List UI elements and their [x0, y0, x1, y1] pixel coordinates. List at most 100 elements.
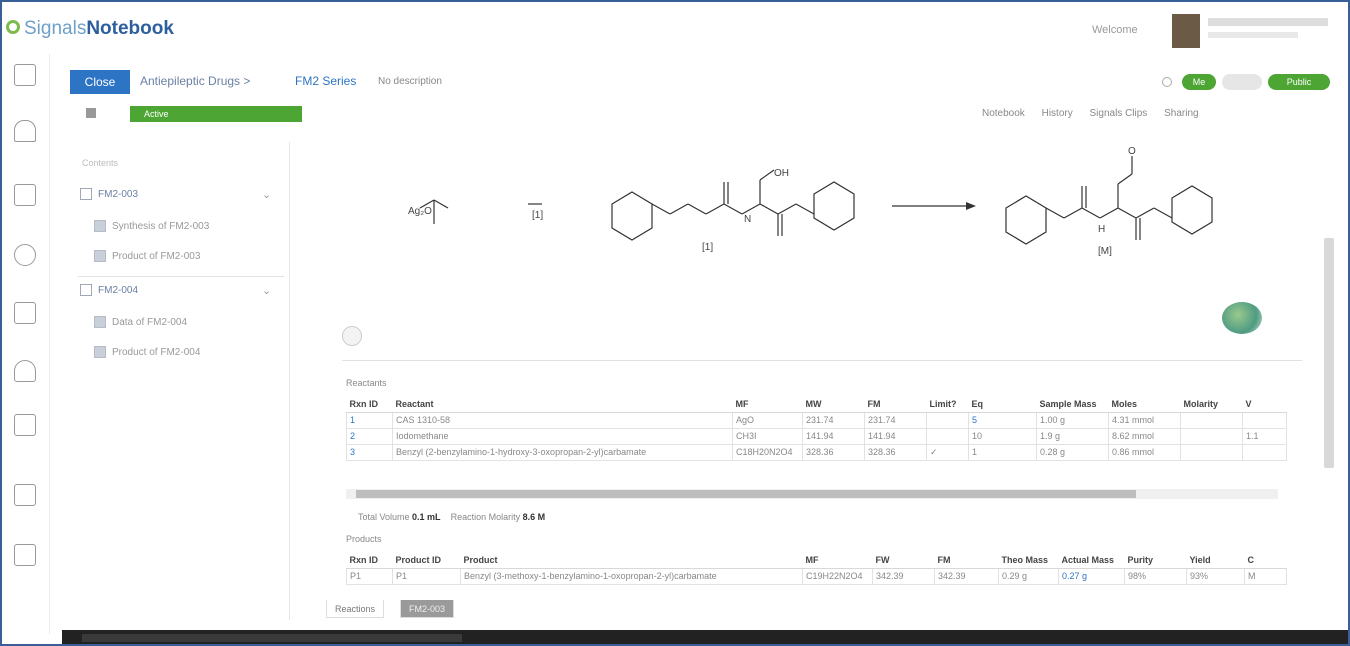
cell[interactable]: 0.28 g [1036, 443, 1109, 461]
col-header[interactable]: Moles [1108, 396, 1181, 413]
tree-group-fm2-004[interactable]: FM2-004 [80, 282, 138, 300]
col-header[interactable]: FM [934, 552, 999, 569]
cell[interactable]: Benzyl (2-benzylamino-1-hydroxy-3-oxopro… [392, 443, 733, 461]
col-header[interactable]: FM [864, 396, 927, 413]
close-button[interactable]: Close [70, 70, 130, 94]
col-header[interactable]: Rxn ID [346, 552, 393, 569]
col-header[interactable]: Molarity [1180, 396, 1243, 413]
people-icon[interactable] [14, 414, 36, 436]
flask-icon[interactable] [14, 302, 36, 324]
clipboard-icon[interactable] [14, 184, 36, 206]
col-header[interactable]: Theo Mass [998, 552, 1059, 569]
edit-scheme-button[interactable] [342, 326, 362, 346]
col-header[interactable]: Limit? [926, 396, 969, 413]
cell[interactable]: 231.74 [864, 411, 927, 429]
col-header[interactable]: Sample Mass [1036, 396, 1109, 413]
cell[interactable] [1242, 443, 1287, 461]
toolbar-history[interactable]: History [1041, 108, 1073, 119]
cell[interactable]: 0.27 g [1058, 567, 1125, 585]
app-logo[interactable]: SignalsNotebook [24, 18, 174, 40]
globe-icon[interactable] [14, 244, 36, 266]
cell[interactable]: 93% [1186, 567, 1245, 585]
trash-icon[interactable] [14, 544, 36, 566]
cell[interactable]: 1 [346, 411, 393, 429]
table-row[interactable]: P1 P1 Benzyl (3-methoxy-1-benzylamino-1-… [346, 567, 1287, 585]
cell[interactable]: Iodomethane [392, 427, 733, 445]
vertical-scrollbar[interactable] [1324, 238, 1334, 468]
avatar[interactable] [1172, 14, 1200, 48]
col-header[interactable]: Product ID [392, 552, 461, 569]
cell[interactable]: 4.31 mmol [1108, 411, 1181, 429]
cell[interactable] [1180, 443, 1243, 461]
cell[interactable]: 1.9 g [1036, 427, 1109, 445]
table-row[interactable]: 1 CAS 1310-58 AgO 231.74 231.74 5 1.00 g… [346, 411, 1287, 429]
col-header[interactable]: Reactant [392, 396, 733, 413]
cell[interactable]: 2 [346, 427, 393, 445]
col-header[interactable]: Actual Mass [1058, 552, 1125, 569]
cell[interactable]: 0.86 mmol [1108, 443, 1181, 461]
tree-item[interactable]: Data of FM2-004 [94, 314, 187, 332]
cell[interactable]: 3 [346, 443, 393, 461]
breadcrumb-parent[interactable]: Antiepileptic Drugs > [140, 74, 251, 88]
table-row[interactable]: 2 Iodomethane CH3I 141.94 141.94 10 1.9 … [346, 427, 1287, 445]
search-icon[interactable] [14, 484, 36, 506]
cell[interactable]: 8.62 mmol [1108, 427, 1181, 445]
cell[interactable]: 10 [968, 427, 1037, 445]
cell[interactable]: 328.36 [864, 443, 927, 461]
col-header[interactable]: MW [802, 396, 865, 413]
col-header[interactable]: MF [732, 396, 803, 413]
cell[interactable]: 98% [1124, 567, 1187, 585]
cell[interactable]: C18H20N2O4 [732, 443, 803, 461]
cell[interactable]: Benzyl (3-methoxy-1-benzylamino-1-oxopro… [460, 567, 803, 585]
cell[interactable]: 1.1 [1242, 427, 1287, 445]
limiting-check[interactable]: ✓ [926, 443, 969, 461]
door-icon[interactable] [14, 120, 36, 142]
cell[interactable]: AgO [732, 411, 803, 429]
col-header[interactable]: MF [802, 552, 873, 569]
tree-item[interactable]: Product of FM2-004 [94, 344, 200, 362]
tab-fm2-003[interactable]: FM2-003 [400, 600, 455, 618]
col-header[interactable]: V [1242, 396, 1287, 413]
breadcrumb-current[interactable]: FM2 Series [295, 74, 357, 88]
cell[interactable]: 342.39 [872, 567, 935, 585]
stage-select[interactable]: Active [130, 106, 302, 122]
cell[interactable]: M [1244, 567, 1287, 585]
table-row[interactable]: 3 Benzyl (2-benzylamino-1-hydroxy-3-oxop… [346, 443, 1287, 461]
cell[interactable] [926, 427, 969, 445]
col-header[interactable]: Eq [968, 396, 1037, 413]
chevron-down-icon[interactable]: ⌄ [262, 285, 272, 297]
toolbar-sharing[interactable]: Sharing [1164, 108, 1199, 119]
tab-reactions[interactable]: Reactions [326, 600, 385, 618]
cell[interactable]: 328.36 [802, 443, 865, 461]
cell[interactable]: 1 [968, 443, 1037, 461]
tree-item[interactable]: Synthesis of FM2-003 [94, 218, 209, 236]
cell[interactable]: 0.29 g [998, 567, 1059, 585]
bell-icon[interactable] [1162, 77, 1172, 87]
notebook-icon[interactable] [14, 64, 36, 86]
cell[interactable]: 342.39 [934, 567, 999, 585]
cell[interactable] [926, 411, 969, 429]
toolbar-signals-clips[interactable]: Signals Clips [1089, 108, 1148, 119]
cell[interactable]: C19H22N2O4 [802, 567, 873, 585]
reaction-scheme[interactable] [326, 142, 1326, 372]
col-header[interactable]: C [1244, 552, 1287, 569]
col-header[interactable]: Product [460, 552, 803, 569]
col-header[interactable]: Rxn ID [346, 396, 393, 413]
tree-group-fm2-003[interactable]: FM2-003 [80, 186, 138, 204]
cell[interactable]: 231.74 [802, 411, 865, 429]
chevron-down-icon[interactable]: ⌄ [262, 189, 272, 201]
col-header[interactable]: FW [872, 552, 935, 569]
cell[interactable]: 5 [968, 411, 1037, 429]
toolbar-notebook[interactable]: Notebook [982, 108, 1025, 119]
cell[interactable]: 141.94 [864, 427, 927, 445]
col-header[interactable]: Yield [1186, 552, 1245, 569]
cell[interactable]: 141.94 [802, 427, 865, 445]
cell[interactable] [1180, 427, 1243, 445]
cell[interactable]: CH3I [732, 427, 803, 445]
star-icon[interactable] [14, 360, 36, 382]
chemdraw-icon[interactable] [1222, 302, 1262, 334]
tree-item[interactable]: Product of FM2-003 [94, 248, 200, 266]
cell[interactable]: CAS 1310-58 [392, 411, 733, 429]
cell[interactable]: 1.00 g [1036, 411, 1109, 429]
scrollbar-thumb[interactable] [356, 490, 1136, 498]
